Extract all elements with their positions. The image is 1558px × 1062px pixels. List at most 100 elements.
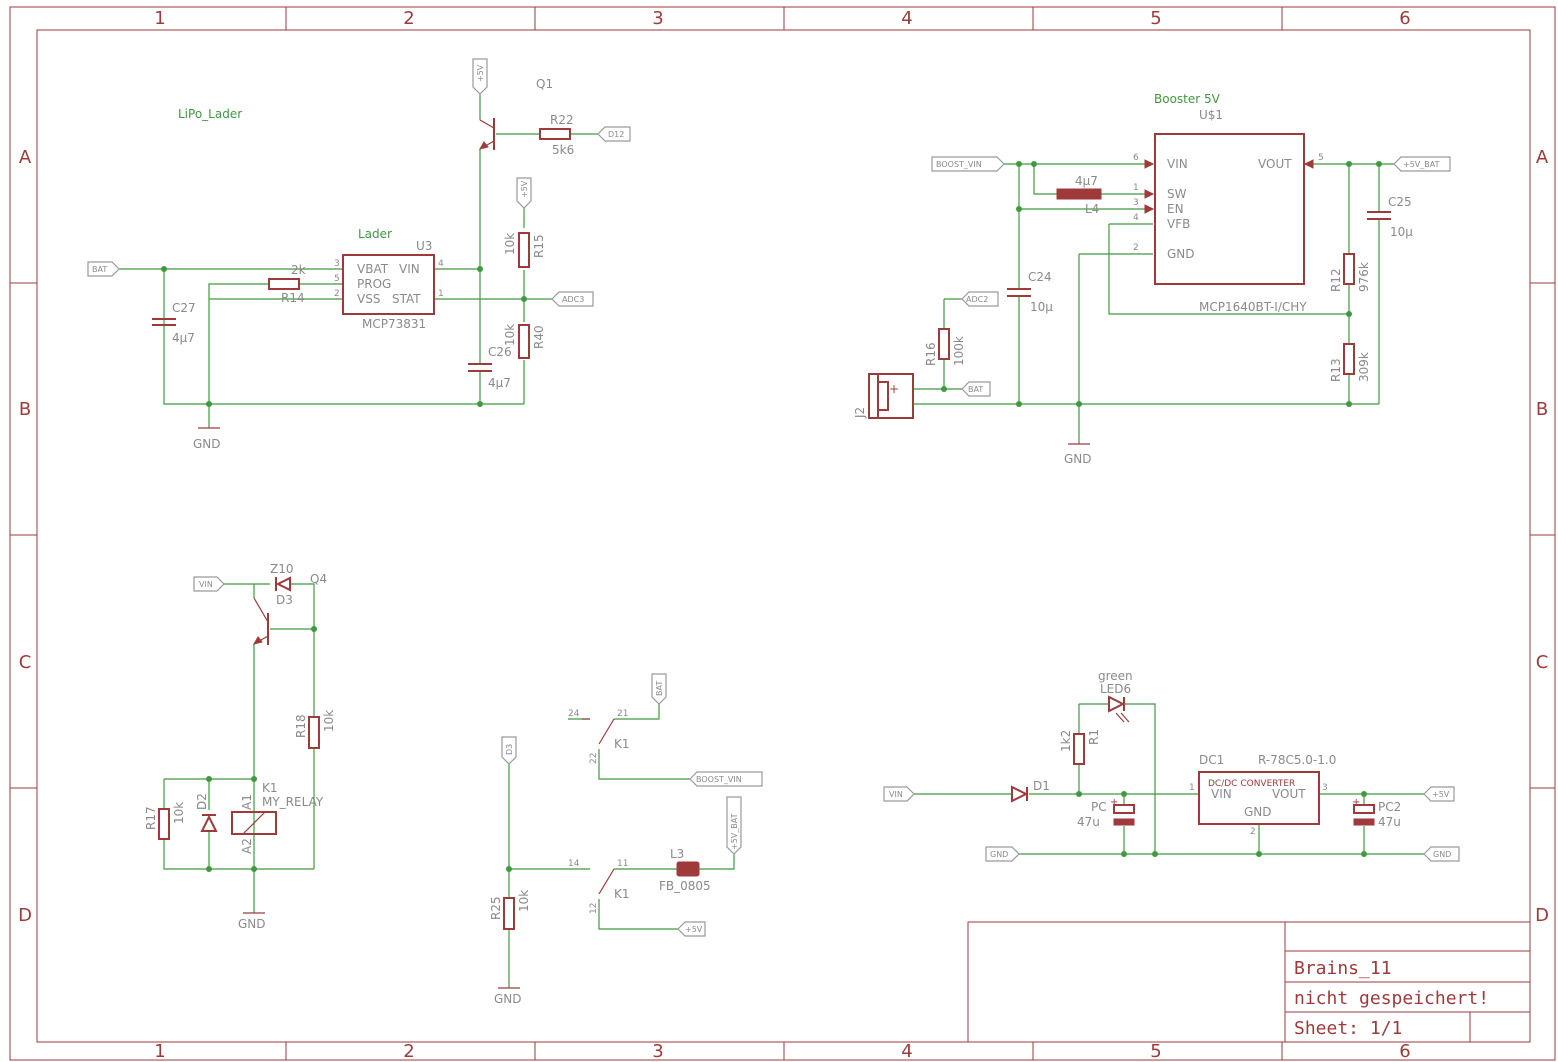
svg-text:+5V: +5V <box>476 64 485 82</box>
row-label-left: B <box>19 399 31 420</box>
svg-text:10k: 10k <box>172 802 186 824</box>
svg-text:VIN: VIN <box>1167 157 1188 171</box>
svg-text:R15: R15 <box>532 234 546 258</box>
svg-text:3: 3 <box>1322 783 1328 793</box>
capacitor-c26: C26 4µ7 <box>468 345 512 390</box>
resistor-r22: R22 5k6 <box>539 113 574 157</box>
col-label-top: 3 <box>652 8 663 29</box>
col-label-top: 2 <box>403 8 414 29</box>
svg-text:12: 12 <box>589 903 599 914</box>
capacitor-c25: C25 10µ <box>1367 195 1413 239</box>
svg-text:FB_0805: FB_0805 <box>659 879 711 893</box>
svg-text:BAT: BAT <box>968 385 983 394</box>
dcdc-section: VIN GND GND +5V D1 green LED6 1k2 R1 <box>883 669 1460 862</box>
svg-text:Q1: Q1 <box>536 77 553 91</box>
svg-text:VSS: VSS <box>357 292 380 306</box>
svg-text:R-78C5.0-1.0: R-78C5.0-1.0 <box>1258 753 1336 767</box>
svg-text:A1: A1 <box>240 794 254 810</box>
svg-text:DC1: DC1 <box>1199 753 1224 767</box>
svg-text:L3: L3 <box>670 847 684 861</box>
svg-text:D2: D2 <box>195 793 209 810</box>
svg-text:VOUT: VOUT <box>1272 787 1306 801</box>
svg-text:C26: C26 <box>488 345 512 359</box>
col-label-bottom: 1 <box>154 1041 165 1062</box>
svg-text:4µ7: 4µ7 <box>488 376 511 390</box>
gnd-label: GND <box>1064 452 1092 466</box>
svg-text:LED6: LED6 <box>1100 682 1131 696</box>
row-label-left: A <box>19 147 32 168</box>
resistor-r17: R17 10k <box>144 802 186 840</box>
grid-labels: 1 2 3 4 5 6 1 2 3 4 5 6 A B C D A B C D <box>18 8 1549 1062</box>
capacitor-pc1: + PC 47u <box>1077 797 1135 829</box>
gnd-label: GND <box>494 992 522 1006</box>
svg-text:VFB: VFB <box>1167 217 1190 231</box>
svg-text:ADC2: ADC2 <box>966 295 988 304</box>
svg-text:MCP1640BT-I/CHY: MCP1640BT-I/CHY <box>1199 300 1307 314</box>
relay-driver-section: VIN Z10 D3 Q4 R18 10k R17 10k <box>144 562 336 931</box>
section-lipo-label: LiPo_Lader <box>178 107 242 121</box>
svg-text:BAT: BAT <box>655 681 664 696</box>
section-lader-label: Lader <box>358 227 392 241</box>
section-booster-label: Booster 5V <box>1154 92 1221 106</box>
svg-text:R12: R12 <box>1329 268 1343 292</box>
row-label-right: B <box>1536 399 1548 420</box>
svg-text:24: 24 <box>568 709 580 719</box>
ic-u1-mcp1640: U$1 VIN SW EN VFB GND VOUT 6 1 3 4 2 5 M… <box>1133 108 1324 314</box>
svg-text:5k6: 5k6 <box>552 143 574 157</box>
dcdc-converter-dc1: DC1 R-78C5.0-1.0 DC/DC CONVERTER VIN VOU… <box>1189 753 1336 837</box>
svg-text:R13: R13 <box>1329 358 1343 382</box>
svg-text:+5V: +5V <box>685 925 703 934</box>
resistor-r40: 10k R40 <box>503 324 546 359</box>
svg-text:Q4: Q4 <box>310 572 327 586</box>
svg-text:10µ: 10µ <box>1030 300 1053 314</box>
net-flag-5v-bat <box>1393 156 1451 172</box>
svg-text:GND: GND <box>1433 850 1451 859</box>
row-label-left: C <box>19 652 32 673</box>
svg-text:L4: L4 <box>1085 202 1099 216</box>
net-flag-vin <box>883 786 915 802</box>
svg-text:D12: D12 <box>608 130 624 139</box>
resistor-r13: R13 309k <box>1329 343 1371 382</box>
svg-text:R16: R16 <box>924 342 938 366</box>
svg-text:GND: GND <box>1167 247 1195 261</box>
svg-text:+5V_BAT: +5V_BAT <box>730 813 739 850</box>
svg-text:K1: K1 <box>262 781 278 795</box>
net-flag-d12 <box>597 126 631 142</box>
svg-text:MY_RELAY: MY_RELAY <box>262 795 324 809</box>
svg-text:green: green <box>1098 669 1133 683</box>
net-flag-bat <box>961 381 991 397</box>
svg-text:R40: R40 <box>532 325 546 349</box>
svg-text:VIN: VIN <box>199 580 213 589</box>
net-flag-bat <box>651 673 667 705</box>
svg-text:MCP73831: MCP73831 <box>362 317 426 331</box>
svg-text:+5V: +5V <box>1432 790 1450 799</box>
project-name: Brains_11 <box>1294 958 1392 979</box>
svg-text:1k2: 1k2 <box>1059 730 1073 752</box>
svg-text:R14: R14 <box>281 291 305 305</box>
svg-text:D3: D3 <box>276 593 293 607</box>
svg-text:2: 2 <box>1250 827 1256 837</box>
svg-text:4µ7: 4µ7 <box>1075 174 1098 188</box>
net-flag-boost-vin <box>689 771 763 787</box>
svg-text:10k: 10k <box>322 710 336 732</box>
net-flag-gnd <box>985 846 1020 862</box>
resistor-r18: R18 10k <box>294 710 336 749</box>
svg-text:5: 5 <box>1318 153 1324 163</box>
net-flag-bat <box>87 261 120 277</box>
svg-text:4: 4 <box>438 259 444 269</box>
svg-text:GND: GND <box>1244 805 1272 819</box>
svg-text:R18: R18 <box>294 714 308 738</box>
svg-text:Z10: Z10 <box>270 562 294 576</box>
svg-text:DC/DC CONVERTER: DC/DC CONVERTER <box>1208 779 1295 789</box>
row-label-right: C <box>1536 652 1549 673</box>
svg-text:3: 3 <box>334 259 340 269</box>
title-block: Brains_11 nicht gespeichert! Sheet: 1/1 <box>967 921 1531 1043</box>
led-led6: green LED6 <box>1098 669 1133 723</box>
row-label-right: A <box>1536 147 1549 168</box>
col-label-bottom: 2 <box>403 1041 414 1062</box>
svg-text:47u: 47u <box>1378 815 1401 829</box>
col-label-top: 5 <box>1150 8 1161 29</box>
svg-text:VBAT: VBAT <box>357 262 389 276</box>
svg-text:10k: 10k <box>503 324 517 346</box>
svg-text:21: 21 <box>617 709 628 719</box>
